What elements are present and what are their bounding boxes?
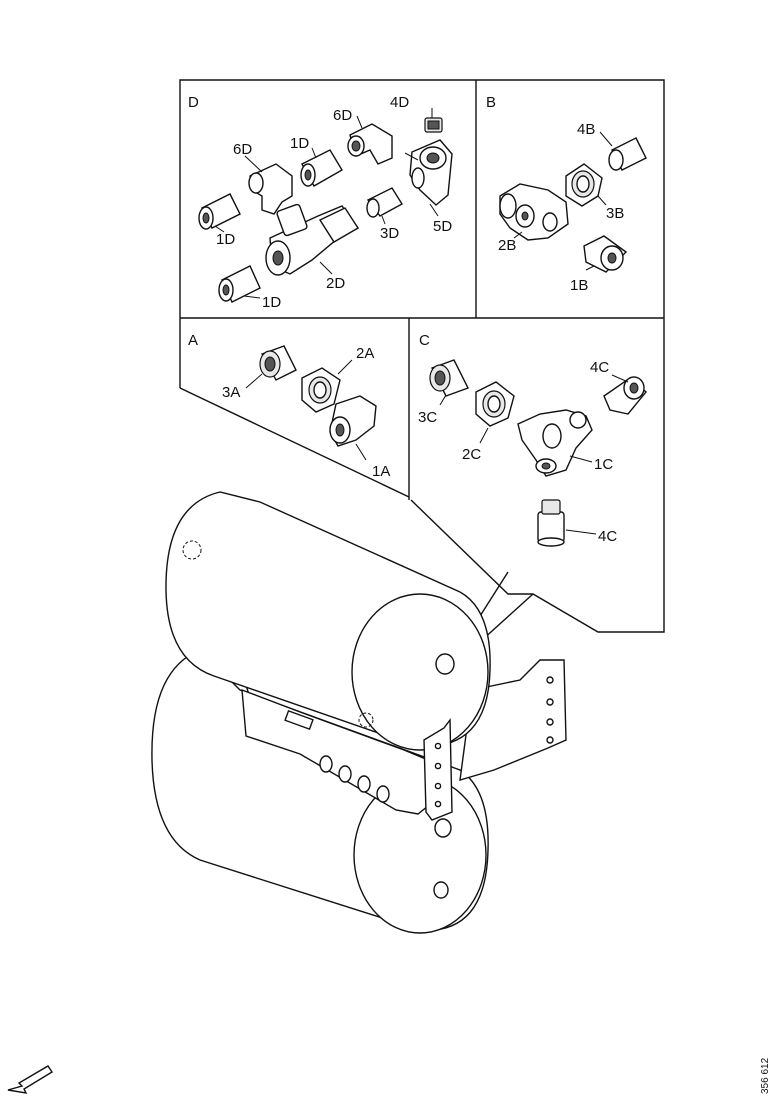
part-1c-cross bbox=[517, 409, 593, 477]
label-2b: 2B bbox=[498, 237, 516, 254]
label-4c-top: 4C bbox=[590, 359, 609, 376]
part-4d-plug bbox=[424, 117, 443, 133]
center-saddle-bracket bbox=[241, 688, 429, 815]
section-a-parts bbox=[245, 345, 377, 461]
label-3c: 3C bbox=[418, 409, 437, 426]
part-3a bbox=[259, 345, 297, 381]
part-3b-nut bbox=[565, 163, 603, 207]
label-3d: 3D bbox=[380, 225, 399, 242]
section-label-a: A bbox=[188, 332, 198, 349]
vertical-strap-bracket bbox=[423, 717, 453, 821]
section-d-parts bbox=[198, 108, 453, 303]
label-4c-bottom: 4C bbox=[598, 528, 617, 545]
part-5d-tee bbox=[409, 139, 453, 206]
label-3a: 3A bbox=[222, 384, 240, 401]
part-1d-upper bbox=[300, 149, 343, 187]
label-3b: 3B bbox=[606, 205, 624, 222]
label-6d-left: 6D bbox=[233, 141, 252, 158]
label-1c: 1C bbox=[594, 456, 613, 473]
label-1a: 1A bbox=[372, 463, 390, 480]
section-label-d: D bbox=[188, 94, 199, 111]
part-2a-nut bbox=[301, 367, 341, 413]
label-2a: 2A bbox=[356, 345, 374, 362]
label-1b: 1B bbox=[570, 277, 588, 294]
part-4b bbox=[608, 137, 647, 171]
label-4d: 4D bbox=[390, 94, 409, 111]
label-1d-left: 1D bbox=[216, 231, 235, 248]
section-c-parts bbox=[429, 359, 647, 547]
part-4c-top bbox=[603, 376, 647, 415]
label-2d: 2D bbox=[326, 275, 345, 292]
section-label-b: B bbox=[486, 94, 496, 111]
part-6d-elbow-left bbox=[248, 163, 293, 215]
part-1d-bottom bbox=[218, 265, 261, 303]
lower-air-tank bbox=[151, 649, 489, 934]
label-1d-upper: 1D bbox=[290, 135, 309, 152]
part-6d-elbow-top bbox=[347, 123, 393, 165]
section-b-parts bbox=[499, 131, 647, 273]
upper-air-tank bbox=[165, 491, 491, 751]
part-1b bbox=[583, 235, 628, 273]
label-6d-top: 6D bbox=[333, 107, 352, 124]
air-tank-assembly bbox=[151, 491, 567, 934]
detail-frame bbox=[179, 79, 665, 651]
part-2b-manifold bbox=[499, 183, 569, 241]
orientation-arrow-icon bbox=[7, 1065, 53, 1094]
drawing-number: 356 612 bbox=[760, 1057, 771, 1094]
label-2c: 2C bbox=[462, 446, 481, 463]
part-1d-left bbox=[198, 193, 241, 230]
label-1d-bottom: 1D bbox=[262, 294, 281, 311]
section-label-c: C bbox=[419, 332, 430, 349]
part-3c bbox=[429, 359, 469, 397]
part-3d bbox=[366, 187, 403, 218]
label-5d: 5D bbox=[433, 218, 452, 235]
part-4c-bottom bbox=[537, 499, 565, 547]
label-4b: 4B bbox=[577, 121, 595, 138]
part-1a-valve bbox=[329, 395, 377, 447]
part-2c-nut bbox=[475, 381, 515, 427]
part-2d-body bbox=[265, 203, 360, 276]
